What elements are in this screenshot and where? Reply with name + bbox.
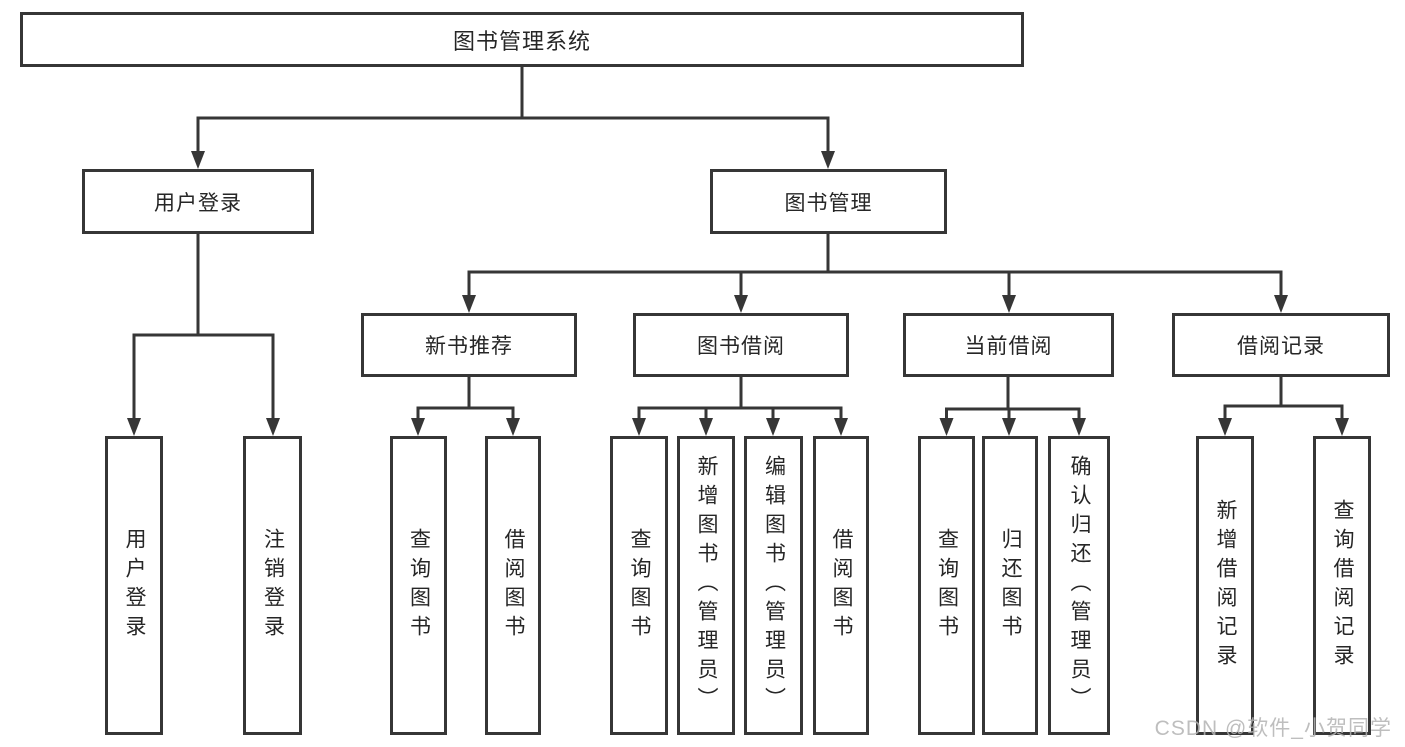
leaf-borrow-books-recommend: 借阅图书 — [485, 436, 541, 735]
leaf-query-borrow-record: 查询借阅记录 — [1313, 436, 1371, 735]
leaf-add-borrow-record: 新增借阅记录 — [1196, 436, 1254, 735]
node-label: 图书管理系统 — [452, 28, 591, 54]
leaf-label: 查询图书 — [628, 527, 651, 644]
node-user-login-branch: 用户登录 — [82, 169, 314, 234]
leaf-label: 查询图书 — [407, 527, 431, 644]
leaf-query-books-borrow: 查询图书 — [610, 436, 668, 735]
node-borrow-records: 借阅记录 — [1172, 313, 1390, 377]
connector-current-borrow-to-leaves — [939, 376, 1086, 436]
node-label: 图书借阅 — [697, 335, 785, 358]
leaf-logout: 注销登录 — [243, 436, 302, 735]
leaf-label: 归还图书 — [999, 527, 1022, 644]
node-new-book-recommend: 新书推荐 — [361, 313, 577, 377]
node-label: 图书管理 — [784, 191, 873, 215]
leaf-label: 编辑图书（管理员） — [762, 455, 786, 716]
node-label: 借阅记录 — [1237, 335, 1325, 358]
csdn-watermark: CSDN @软件_小贺同学 — [1154, 717, 1392, 740]
node-label: 用户登录 — [154, 191, 242, 215]
node-book-management-branch: 图书管理 — [710, 169, 947, 234]
leaf-label: 借阅图书 — [830, 527, 853, 644]
leaf-borrow-books: 借阅图书 — [813, 436, 869, 735]
leaf-query-books-current: 查询图书 — [918, 436, 975, 735]
leaf-label: 确认归还（管理员） — [1068, 455, 1091, 716]
leaf-label: 新增图书（管理员） — [695, 455, 718, 716]
connector-user-login-to-leaves — [127, 233, 280, 436]
node-library-management-system: 图书管理系统 — [20, 12, 1024, 67]
connector-borrow-records-to-leaves — [1218, 377, 1349, 436]
node-book-borrow: 图书借阅 — [633, 313, 849, 377]
connector-root-to-level2 — [191, 66, 835, 169]
node-label: 当前借阅 — [964, 335, 1053, 358]
leaf-label: 查询图书 — [935, 527, 959, 644]
node-current-borrow: 当前借阅 — [903, 313, 1114, 377]
leaf-label: 查询借阅记录 — [1331, 498, 1354, 673]
leaf-query-books-recommend: 查询图书 — [390, 436, 447, 735]
leaf-label: 新增借阅记录 — [1214, 498, 1237, 673]
leaf-return-books: 归还图书 — [982, 436, 1038, 735]
leaf-label: 借阅图书 — [502, 527, 525, 644]
leaf-label: 用户登录 — [123, 527, 146, 644]
leaf-confirm-return-admin: 确认归还（管理员） — [1048, 436, 1110, 735]
node-label: 新书推荐 — [425, 335, 513, 358]
leaf-user-login: 用户登录 — [105, 436, 163, 735]
leaf-edit-books-admin: 编辑图书（管理员） — [744, 436, 803, 735]
connector-book-mgmt-to-level3 — [462, 233, 1288, 313]
leaf-label: 注销登录 — [261, 527, 285, 644]
leaf-add-books-admin: 新增图书（管理员） — [677, 436, 735, 735]
connector-book-borrow-to-leaves — [632, 376, 848, 436]
connector-new-book-to-leaves — [411, 376, 520, 436]
